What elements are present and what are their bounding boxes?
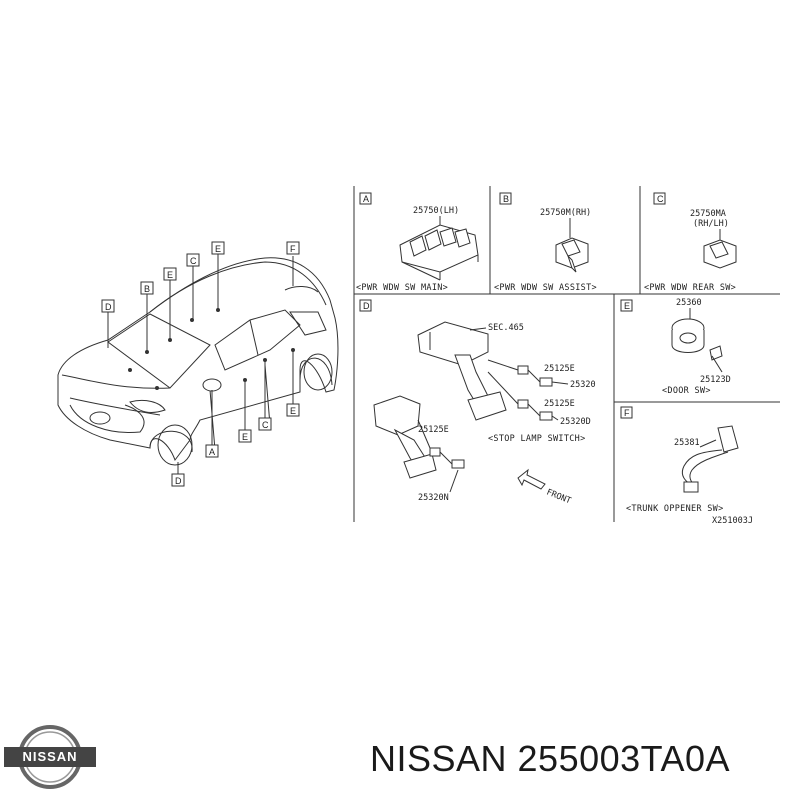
panel-grid — [353, 186, 780, 522]
part-number: 25750M(RH) — [540, 208, 591, 218]
panel-c: C 25750MA (RH/LH) <PWR WDW REAR SW> — [644, 192, 737, 293]
part-number: 25381 — [674, 438, 700, 448]
part-number: 25123D — [700, 375, 731, 385]
part-number: 25125E — [544, 399, 575, 409]
panel-f-caption: <TRUNK OPPENER SW> — [626, 504, 724, 514]
panel-f-letter: F — [624, 408, 630, 418]
panel-b: B 25750M(RH) <PWR WDW SW ASSIST> — [494, 192, 597, 293]
panel-f: F 25381 <TRUNK OPPENER SW> X251003J — [620, 406, 753, 526]
panel-e-caption: <DOOR SW> — [662, 386, 711, 396]
front-label: FRONT — [545, 488, 572, 507]
diagram-code: X251003J — [712, 516, 753, 526]
part-variant: (RH/LH) — [693, 219, 729, 229]
callout-d: D — [105, 302, 112, 312]
callout-c: C — [190, 256, 197, 266]
part-number: 25320D — [560, 417, 591, 427]
part-number: 25125E — [418, 425, 449, 435]
car-callouts: D B E C E F A E C E D — [101, 241, 300, 487]
part-number: SEC.465 — [488, 323, 524, 333]
panel-b-letter: B — [503, 194, 509, 204]
window-switch-main — [399, 224, 479, 281]
window-switch-rear — [703, 239, 737, 269]
callout-b: B — [144, 284, 150, 294]
callout-e: E — [215, 244, 221, 254]
part-number: 25125E — [544, 364, 575, 374]
panel-c-caption: <PWR WDW REAR SW> — [644, 283, 736, 293]
trunk-opener-switch — [681, 425, 739, 493]
stop-lamp-switch — [487, 359, 553, 421]
panel-c-letter: C — [657, 194, 664, 204]
part-title: NISSAN 255003TA0A — [370, 738, 731, 779]
part-number: 25750MA — [690, 209, 726, 219]
door-switch — [671, 318, 723, 373]
callout-c: C — [262, 420, 269, 430]
panel-a-caption: <PWR WDW SW MAIN> — [356, 283, 448, 293]
part-number: 25750(LH) — [413, 206, 459, 216]
brake-pedal-bracket — [417, 321, 507, 421]
panel-b-caption: <PWR WDW SW ASSIST> — [494, 283, 597, 293]
callout-a: A — [209, 447, 215, 457]
panel-a: A 25750(LH) <PWR WDW SW MAIN> — [356, 192, 479, 293]
car-illustration — [57, 254, 339, 474]
callout-d: D — [175, 476, 182, 486]
panel-e-letter: E — [624, 301, 630, 311]
callout-e: E — [290, 406, 296, 416]
panel-d-letter: D — [363, 301, 370, 311]
panel-a-letter: A — [363, 194, 369, 204]
front-arrow-icon — [517, 468, 546, 490]
panel-e: E 25360 25123D <DOOR SW> — [620, 298, 731, 396]
callout-e: E — [167, 270, 173, 280]
window-switch-assist — [555, 237, 589, 273]
callout-f: F — [290, 244, 296, 254]
part-number: 25320 — [570, 380, 596, 390]
panel-d-caption: <STOP LAMP SWITCH> — [488, 434, 586, 444]
nissan-logo: NISSAN — [4, 722, 96, 792]
callout-e: E — [242, 432, 248, 442]
panel-d: D SEC.465 25125E 25320 25125E 25320D — [359, 299, 596, 507]
part-number: 25360 — [676, 298, 702, 308]
part-number: 25320N — [418, 493, 449, 503]
logo-wordmark: NISSAN — [4, 747, 96, 767]
clutch-pedal — [373, 395, 465, 479]
